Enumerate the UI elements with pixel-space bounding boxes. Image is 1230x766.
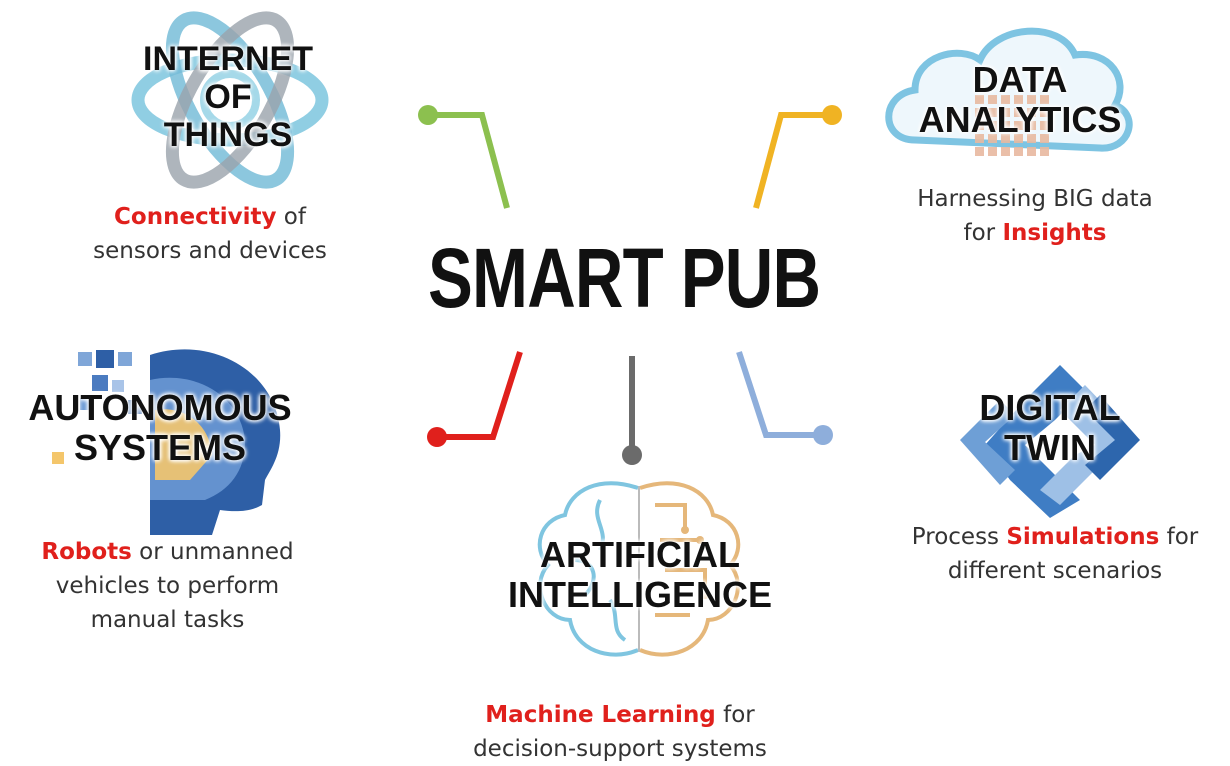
digital-twin-description: Process Simulations for different scenar… (880, 520, 1230, 588)
data-analytics-desc-line-1: Harnessing BIG data (917, 186, 1153, 212)
diagram-title: SMART PUB (428, 231, 821, 325)
connector-iot (418, 105, 510, 209)
autonomous-description: Robots or unmanned vehicles to perform m… (0, 535, 335, 637)
connector-autonomous (427, 351, 523, 447)
autonomous-desc-line-3: manual tasks (90, 607, 245, 633)
data-analytics-desc-highlight: Insights (1002, 220, 1107, 246)
cloud-data-icon (885, 27, 1133, 156)
ai-desc-highlight: Machine Learning (485, 702, 716, 728)
digital-twin-desc-line-1: Process Simulations for (911, 524, 1199, 550)
iot-title: INTERNET OF THINGS (128, 40, 328, 154)
autonomous-title-line-2: SYSTEMS (73, 427, 247, 469)
connector-ai (622, 356, 642, 465)
digital-twin-title: DIGITAL TWIN (955, 387, 1145, 469)
twin-diamond-icon (960, 365, 1140, 518)
ai-desc-line-1: Machine Learning for (485, 702, 755, 728)
digital-twin-title-line-2: TWIN (1004, 427, 1096, 469)
data-analytics-desc-line-2: for Insights (963, 220, 1107, 246)
brain-circuit-icon (537, 481, 741, 657)
data-analytics-description: Harnessing BIG data for Insights (870, 182, 1200, 250)
iot-title-line-1: INTERNET (143, 40, 313, 78)
digital-twin-title-line-1: DIGITAL (979, 387, 1121, 428)
autonomous-desc-line-1: Robots or unmanned (41, 539, 294, 565)
iot-desc-line-1: Connectivity of (114, 204, 306, 230)
connector-data-analytics (753, 105, 842, 209)
connector-digital-twin (736, 351, 833, 445)
network-knot-icon (131, 11, 329, 189)
autonomous-desc-highlight: Robots (41, 539, 132, 565)
ai-title-line-1: ARTIFICIAL (540, 534, 740, 575)
data-analytics-title: DATA ANALYTICS (895, 59, 1145, 141)
autonomous-title: AUTONOMOUS SYSTEMS (10, 387, 310, 469)
ai-desc-line-2: decision-support systems (473, 736, 767, 762)
iot-desc-highlight: Connectivity (114, 204, 277, 230)
iot-title-line-3: THINGS (163, 116, 293, 155)
data-analytics-title-line-2: ANALYTICS (918, 99, 1122, 141)
ai-title: ARTIFICIAL INTELLIGENCE (490, 534, 790, 616)
digital-twin-desc-highlight: Simulations (1006, 524, 1160, 550)
robot-head-icon (52, 349, 281, 535)
ai-title-line-2: INTELLIGENCE (507, 574, 772, 616)
autonomous-title-line-1: AUTONOMOUS (28, 387, 292, 428)
ai-description: Machine Learning for decision-support sy… (430, 698, 810, 766)
autonomous-desc-line-2: vehicles to perform (55, 573, 280, 599)
digital-twin-desc-line-2: different scenarios (947, 558, 1163, 584)
data-analytics-title-line-1: DATA (972, 59, 1068, 100)
iot-desc-line-2: sensors and devices (93, 238, 327, 264)
iot-description: Connectivity of sensors and devices (45, 200, 375, 268)
iot-title-line-2: OF (204, 78, 252, 117)
